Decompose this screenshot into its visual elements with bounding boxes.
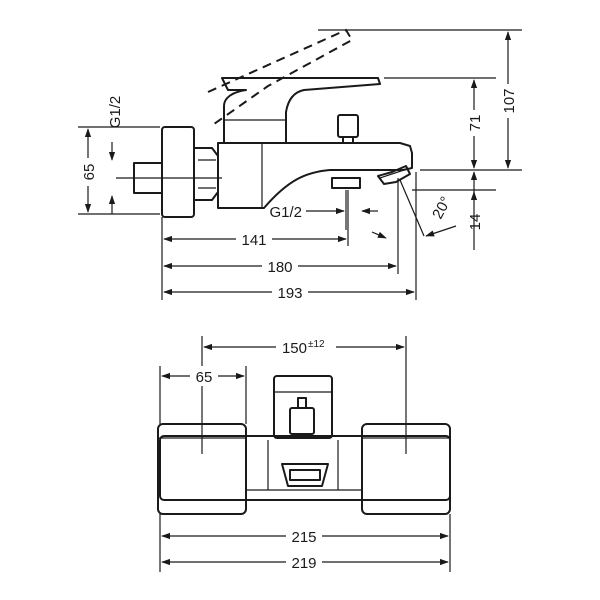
dimension-angle: 20° [371,179,457,239]
dimension-65: 65 [78,126,160,215]
center-tolerance-label: ±12 [308,339,325,350]
dimension-215: 215 [161,526,449,546]
depth-141-label: 141 [241,232,266,249]
aerator [281,463,329,487]
width-219-label: 219 [291,555,316,572]
height-65-label: 65 [81,164,98,181]
front-diverter [289,407,315,435]
height-107-label: 107 [501,88,518,113]
height-71-label: 71 [467,115,484,132]
angle-label: 20° [429,194,455,222]
front-view: 150 ±12 65 215 219 [157,336,451,572]
side-width-label: 65 [196,369,213,386]
union-nut [193,147,219,201]
front-lever [273,375,333,439]
spout-outlet [331,177,361,189]
dimension-180: 180 [163,256,397,276]
dimension-g12-inlet: G1/2 [107,96,124,214]
thread-outlet-label: G1/2 [269,204,302,221]
wall-flange [161,126,195,218]
dimension-193: 193 [163,282,415,302]
dimension-219: 219 [161,552,449,572]
dimension-g12-outlet: G1/2 [269,190,378,230]
dimension-141: 141 [163,229,347,249]
depth-193-label: 193 [277,285,302,302]
height-14-label: 14 [467,214,484,231]
side-view: 107 71 14 65 G1/2 [78,28,522,302]
width-215-label: 215 [291,529,316,546]
dimension-65-front: 65 [161,366,245,386]
depth-180-label: 180 [267,259,292,276]
dimension-150: 150 ±12 [203,336,405,358]
dimension-107: 107 [318,29,522,171]
lever-handle [221,77,381,144]
dimension-14: 14 [412,171,496,250]
mixer-body [217,142,413,209]
diverter-knob [337,114,359,138]
center-distance-label: 150 [282,340,307,357]
thread-inlet-label: G1/2 [107,96,124,129]
dimension-71: 71 [384,77,496,169]
